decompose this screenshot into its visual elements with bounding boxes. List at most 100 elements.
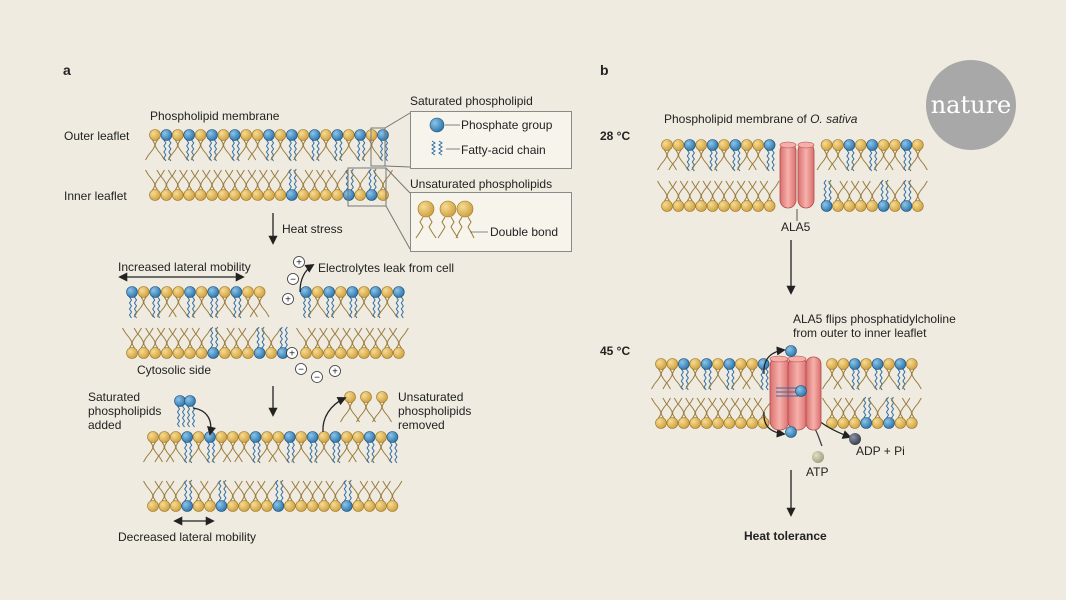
saturated-phospholipid [683,139,696,172]
saturated-phospholipid [300,286,312,319]
unsaturated-phospholipid [330,327,351,359]
unsaturated-phospholipid [668,139,689,171]
membrane-layers [122,129,928,512]
legend-graphics [415,117,488,239]
unsaturated-phospholipid [336,431,357,463]
svg-text:+: + [332,367,338,378]
unsaturated-phospholipid [748,139,769,171]
legend-unsaturated-box [410,192,572,252]
temperature-45c: 45 °C [600,344,631,358]
unsaturated-phospholipid [156,169,177,201]
unsaturated-phospholipid [377,286,398,318]
unsaturated-phospholipid [257,431,277,463]
electrolytes-label: Electrolytes leak from cell [318,261,455,275]
legend-double-bond: Double bond [490,225,559,239]
unsaturated-phospholipid [145,129,165,161]
unsaturated-phospholipid [651,358,671,390]
saturated-phospholipid [207,326,219,359]
legend-fatty-acid-chain: Fatty-acid chain [461,143,546,157]
unsaturated-phospholipid [247,169,268,201]
ion-symbol: + [282,293,294,306]
ala5-transporter-28c [779,141,815,209]
unsaturated-phospholipid [736,139,757,171]
unsaturated-phospholipid [234,480,255,512]
saturated-phospholipid [729,139,742,172]
unsaturated-phospholipid [356,391,376,423]
temperature-28c: 28 °C [600,129,631,143]
unsaturated-phospholipid [188,431,209,463]
saturated-phospholipid [276,326,289,359]
unsaturated-phospholipid [348,480,369,512]
unsaturated-phospholipid [270,129,291,161]
saturated-phospholipid [860,396,873,429]
ala5-flip-label: ALA5 flips phosphatidylcholine from oute… [793,312,956,340]
svg-text:−: − [298,365,304,376]
unsaturated-phospholipid [268,431,289,463]
electrolyte-ions: +−++−−+ [282,256,341,384]
unsaturated-phospholipid [856,358,877,390]
unsaturated-phospholipid [133,286,154,318]
atp-molecule [812,451,824,463]
unsaturated-phospholipid [850,139,871,171]
unsaturated-phospholipid [167,169,188,201]
unsaturated-phospholipid [873,139,894,171]
saturated-phospholipid [677,358,690,391]
unsaturated-phospholipid [702,180,723,212]
unsaturated-phospholipid [822,358,842,390]
svg-text:+: + [296,258,302,269]
unsaturated-phospholipid [304,169,325,201]
unsaturated-phospholipid [685,358,706,390]
inner-leaflet-label: Inner leaflet [64,189,127,203]
outer-leaflet-label: Outer leaflet [64,129,130,143]
unsaturated-phospholipid [730,397,751,429]
unsaturated-phospholipid [657,139,677,171]
unsaturated-phospholipid [191,286,212,318]
unsaturated-phospholipid [691,139,712,171]
unsaturated-phospholipid [179,169,200,201]
unsaturated-phospholipid [259,169,279,201]
unsaturated-phospholipid [828,139,848,171]
unsaturated-phospholipid [730,358,751,390]
saturated-added-label: Saturated phospholipids added [88,390,162,432]
unsaturated-phospholipid [145,169,165,201]
unsaturated-phospholipid [662,358,683,390]
unsaturated-phospholipid [302,480,323,512]
saturated-phospholipid [900,139,913,172]
saturated-phospholipid [763,139,776,172]
unsaturated-phospholipid [191,327,212,359]
unsaturated-phospholipid [708,397,728,429]
saturated-phospholipid [848,358,861,391]
unsaturated-phospholipid [180,327,200,359]
unsaturated-phospholipid [850,180,871,212]
adp-molecule [849,433,861,445]
unsaturated-phospholipid [844,397,865,429]
unsaturated-phospholipid [156,286,177,318]
saturated-phospholipid [323,286,336,319]
unsaturated-phospholipid [662,397,683,429]
unsaturated-phospholipid [291,480,312,512]
nature-logo: nature [926,60,1016,150]
unsaturated-phospholipid [245,480,266,512]
saturated-phospholipid [329,431,342,464]
saturated-phospholipid [386,431,399,464]
saturated-phospholipid [229,129,241,162]
unsaturated-phospholipid [748,180,769,212]
unsaturated-phospholipid [236,129,257,161]
unsaturated-phospholipid [330,286,351,318]
unsaturated-phospholipid [714,139,734,171]
unsaturated-phospholipid [314,431,334,463]
unsaturated-phospholipid [651,397,671,429]
legend-unsaturated-title: Unsaturated phospholipids [410,177,553,191]
increased-mobility-label: Increased lateral mobility [118,260,251,274]
unsaturated-phospholipid [325,480,346,512]
unsaturated-phospholipid [214,327,235,359]
unsaturated-phospholipid [371,431,391,463]
unsaturated-removed-label: Unsaturated phospholipids removed [398,390,472,432]
saturated-phospholipid [149,286,161,319]
legend-phosphate-group: Phosphate group [461,118,553,132]
unsaturated-phospholipid [828,180,848,212]
panel-label-b: b [600,62,609,78]
panel-a-arrows [118,213,347,526]
saturated-phospholipid [230,286,243,319]
